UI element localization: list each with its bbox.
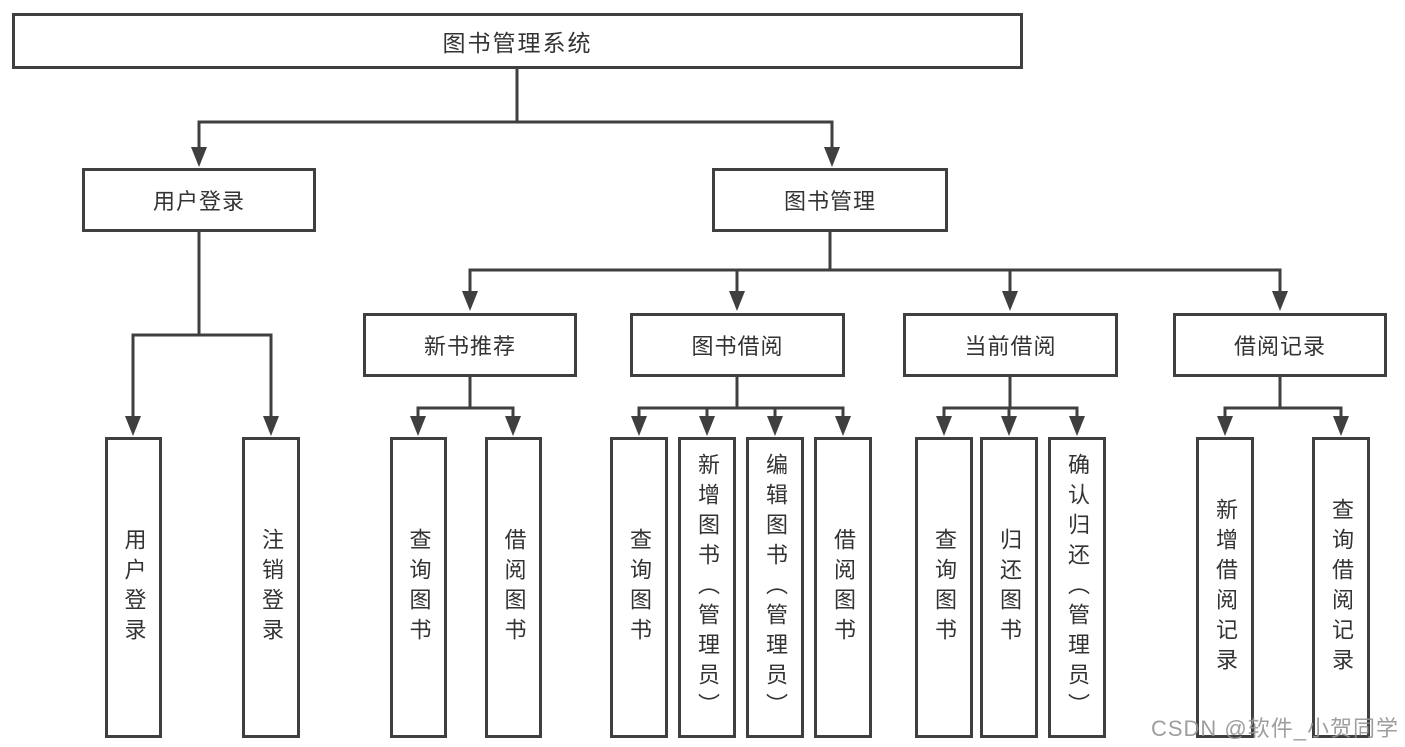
node-label: 用户登录 — [121, 527, 147, 648]
node-label: 新增图书（管理员） — [695, 452, 720, 723]
node-label: 编辑图书（管理员） — [763, 452, 788, 723]
csdn-watermark: CSDN @软件_小贺同学 — [1150, 716, 1399, 741]
node-label: 图书借阅 — [691, 334, 784, 359]
node-borrow-record: 借阅记录 — [1173, 313, 1387, 377]
node-book-management: 图书管理 — [712, 168, 948, 232]
node-label: 查询图书 — [406, 527, 432, 648]
leaf-query-book-borrow: 查询图书 — [610, 437, 668, 738]
leaf-query-book-current: 查询图书 — [915, 437, 973, 738]
node-label: 借阅记录 — [1233, 334, 1326, 359]
node-label: 查询图书 — [932, 527, 957, 648]
node-label: 新增借阅记录 — [1213, 497, 1238, 678]
node-book-borrow: 图书借阅 — [630, 313, 845, 377]
node-label: 查询图书 — [627, 527, 652, 648]
node-new-book-recommend: 新书推荐 — [363, 313, 577, 377]
node-label: 借阅图书 — [831, 527, 856, 648]
node-user-login: 用户登录 — [82, 168, 316, 232]
leaf-query-borrow-record: 查询借阅记录 — [1312, 437, 1370, 738]
leaf-borrow-book: 借阅图书 — [814, 437, 872, 738]
node-label: 确认归还（管理员） — [1065, 452, 1090, 723]
leaf-borrow-book-recommend: 借阅图书 — [485, 437, 542, 738]
node-label: 图书管理 — [783, 189, 876, 214]
leaf-add-borrow-record: 新增借阅记录 — [1196, 437, 1254, 738]
node-label: 当前借阅 — [964, 334, 1057, 359]
node-label: 借阅图书 — [501, 527, 527, 648]
leaf-user-login: 用户登录 — [105, 437, 162, 738]
node-current-borrow: 当前借阅 — [903, 313, 1118, 377]
leaf-add-book-admin: 新增图书（管理员） — [678, 437, 736, 738]
node-label: 图书管理系统 — [442, 30, 593, 56]
node-label: 新书推荐 — [423, 334, 516, 359]
node-label: 用户登录 — [152, 189, 245, 214]
arrowheads — [125, 147, 1349, 436]
node-system-root: 图书管理系统 — [12, 13, 1023, 69]
leaf-logout: 注销登录 — [242, 437, 300, 738]
leaf-return-book: 归还图书 — [980, 437, 1038, 738]
node-label: 归还图书 — [997, 527, 1022, 648]
leaf-query-book-recommend: 查询图书 — [390, 437, 447, 738]
node-label: 查询借阅记录 — [1329, 497, 1354, 678]
node-label: 注销登录 — [259, 527, 284, 648]
leaf-edit-book-admin: 编辑图书（管理员） — [746, 437, 804, 738]
leaf-confirm-return-admin: 确认归还（管理员） — [1048, 437, 1106, 738]
